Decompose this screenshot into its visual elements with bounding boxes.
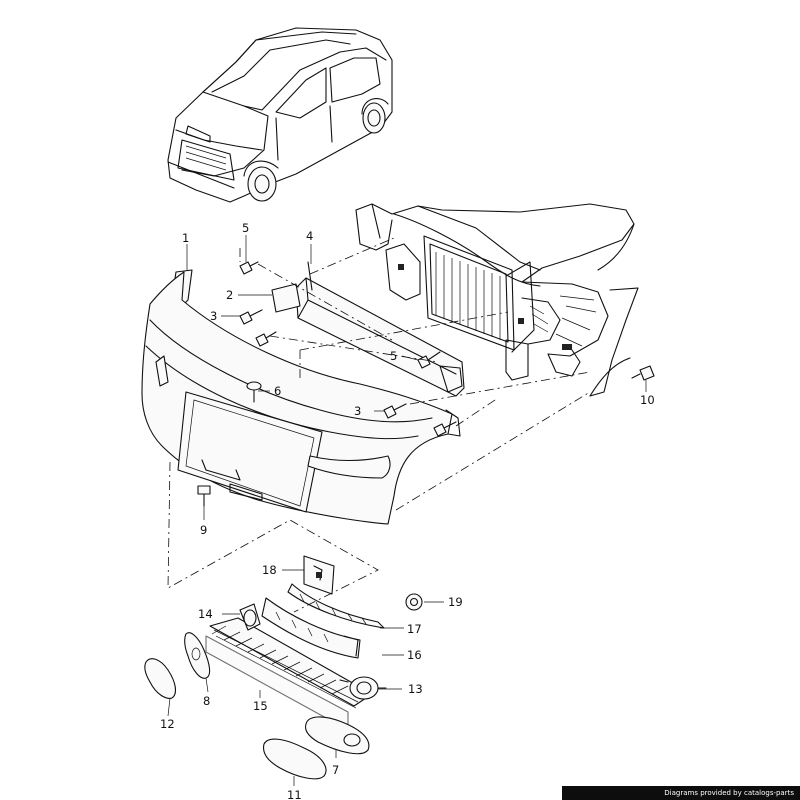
cover-12 [144, 658, 177, 699]
callout-labels: 1 2 3 3 4 5 5 6 7 8 9 10 11 12 13 14 15 … [160, 221, 655, 800]
callout-2: 2 [226, 288, 233, 302]
bracket-2 [271, 283, 301, 313]
callout-3-lower: 3 [354, 404, 361, 418]
callout-16: 16 [407, 648, 422, 662]
callout-14: 14 [198, 607, 213, 621]
vehicle-body-front-structure [355, 203, 639, 397]
callout-18: 18 [262, 563, 277, 577]
part-14 [239, 603, 261, 631]
cover-11 [262, 738, 327, 780]
grille-15 [205, 617, 373, 731]
bolt-3-lower [383, 403, 407, 419]
clip-18 [303, 555, 335, 595]
part-19-grommet [405, 593, 423, 611]
callout-9: 9 [200, 523, 207, 537]
callout-11: 11 [287, 788, 302, 800]
bolt-unlabeled [255, 331, 277, 347]
fasteners [197, 261, 655, 507]
callout-13: 13 [408, 682, 423, 696]
bumper-cover-1 [141, 269, 461, 525]
push-clip-6 [246, 381, 262, 403]
part-13-fog-lamp [339, 676, 387, 700]
callout-7: 7 [332, 763, 339, 777]
callout-1: 1 [182, 231, 189, 245]
diagram-credit: Diagrams provided by catalogs-parts [562, 786, 800, 800]
panel-16 [261, 597, 361, 659]
callout-5-lower: 5 [390, 349, 397, 363]
callout-6: 6 [274, 384, 281, 398]
callout-3-upper: 3 [210, 309, 217, 323]
bolt-5-upper [239, 261, 259, 275]
bolt-10 [631, 365, 655, 381]
car-illustration [167, 27, 393, 203]
screw-9 [197, 485, 211, 507]
fog-surround-7 [304, 716, 370, 755]
callout-10: 10 [640, 393, 655, 407]
callout-17: 17 [407, 622, 422, 636]
callout-8: 8 [203, 694, 210, 708]
leader-lines [167, 235, 647, 786]
callout-12: 12 [160, 717, 175, 731]
callout-5-upper: 5 [242, 221, 249, 235]
callout-15: 15 [253, 699, 268, 713]
bolt-side [433, 421, 457, 437]
callout-4: 4 [306, 229, 313, 243]
callout-19: 19 [448, 595, 463, 609]
bolt-3-upper [239, 309, 263, 325]
